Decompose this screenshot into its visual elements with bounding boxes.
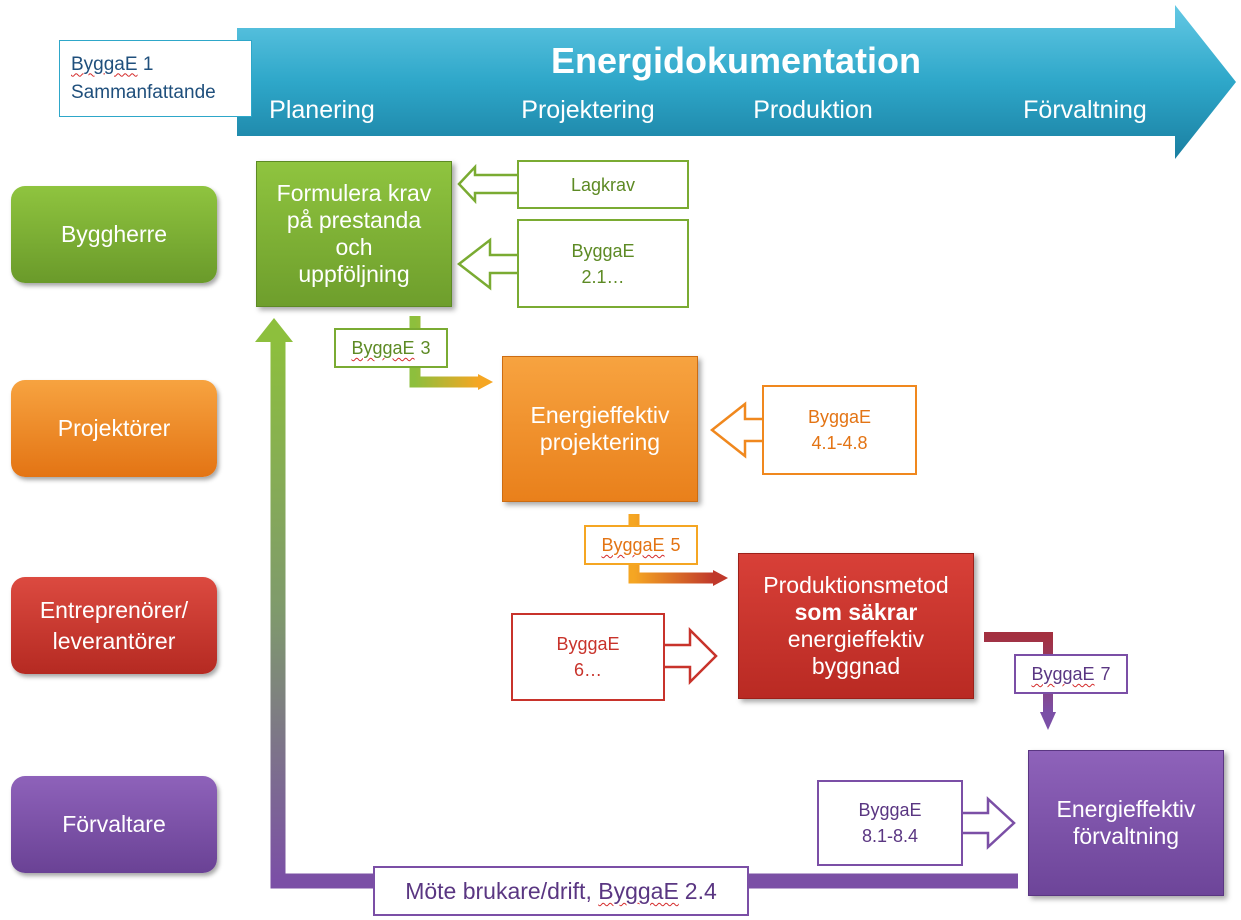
summary-number: 1 xyxy=(142,53,154,75)
step-krav-line3: och xyxy=(335,234,373,260)
input-lagkrav-label: Lagkrav xyxy=(570,174,636,195)
step-produktion-line1: Produktionsmetod xyxy=(763,572,949,598)
input-bygga-2-1-range: 2.1… xyxy=(581,266,625,287)
diagram-title: Energidokumentation xyxy=(551,40,921,81)
label-bygga-7: ByggaE 7 xyxy=(1014,654,1128,694)
arrow-bygga-6 xyxy=(665,626,718,686)
step-produktion-line3: energieffektiv xyxy=(787,626,925,652)
label-bygga-5: ByggaE 5 xyxy=(584,525,698,565)
label-feedback-code: ByggaE xyxy=(598,878,679,904)
label-feedback: Möte brukare/drift, ByggaE 2.4 xyxy=(373,866,749,916)
step-produktion-line2: som säkrar xyxy=(794,599,918,625)
label-bygga-5-number: 5 xyxy=(670,535,681,555)
input-bygga-8-code: ByggaE xyxy=(858,800,922,820)
arrow-bygga-2-1 xyxy=(456,237,517,291)
role-entreprenorer-line1: Entreprenörer/ xyxy=(39,596,189,623)
feedback-loop-arrow xyxy=(270,340,1018,889)
label-bygga-3: ByggaE 3 xyxy=(334,328,448,368)
input-bygga-6-range: 6… xyxy=(573,660,602,680)
label-bygga-3-number: 3 xyxy=(420,338,431,358)
step-formulera-krav: Formulera krav på prestanda och uppföljn… xyxy=(256,161,452,307)
summary-box: ByggaE 1 Sammanfattande xyxy=(59,40,252,117)
connector-bygga-5-arrowhead xyxy=(713,570,728,586)
input-bygga-8: ByggaE 8.1-8.4 xyxy=(817,780,963,866)
input-bygga-2-1: ByggaE 2.1… xyxy=(517,219,689,308)
input-bygga-4: ByggaE 4.1-4.8 xyxy=(762,385,917,475)
input-bygga-6: ByggaE 6… xyxy=(511,613,665,701)
timeline-header-arrow xyxy=(237,5,1236,159)
label-feedback-number: 2.4 xyxy=(684,878,717,904)
input-bygga-4-range: 4.1-4.8 xyxy=(811,433,868,453)
input-bygga-4-code: ByggaE xyxy=(807,407,872,427)
step-forvaltning-line1: Energieffektiv xyxy=(1056,796,1196,822)
input-bygga-6-code: ByggaE xyxy=(556,634,620,654)
role-entreprenorer-line2: leverantörer xyxy=(52,627,176,654)
input-bygga-2-1-code: ByggaE xyxy=(571,240,635,261)
step-krav-line4: uppföljning xyxy=(298,261,410,287)
summary-code: ByggaE xyxy=(71,53,138,75)
step-projektering-line2: projektering xyxy=(539,429,661,455)
step-forvaltning-line2: förvaltning xyxy=(1072,823,1180,849)
label-feedback-prefix: Möte brukare/drift, xyxy=(405,878,599,904)
step-energieffektiv-projektering: Energieffektiv projektering xyxy=(502,356,698,502)
phase-projektering: Projektering xyxy=(521,96,654,124)
step-produktionsmetod: Produktionsmetod som säkrar energieffekt… xyxy=(738,553,974,699)
role-projektorer-label: Projektörer xyxy=(57,415,171,441)
step-krav-line2: på prestanda xyxy=(286,207,422,233)
role-forvaltare-label: Förvaltare xyxy=(62,811,166,837)
step-krav-line1: Formulera krav xyxy=(276,180,432,206)
step-projektering-line1: Energieffektiv xyxy=(530,402,670,428)
phase-planering: Planering xyxy=(269,96,375,124)
step-energieffektiv-forvaltning: Energieffektiv förvaltning xyxy=(1028,750,1224,896)
role-byggherre: Byggherre xyxy=(11,186,217,283)
role-projektorer: Projektörer xyxy=(11,380,217,477)
feedback-arrowhead xyxy=(255,318,293,342)
label-bygga-7-number: 7 xyxy=(1100,664,1111,684)
summary-title: ByggaE 1 xyxy=(71,51,153,79)
input-bygga-8-range: 8.1-8.4 xyxy=(861,826,919,846)
label-bygga-7-code: ByggaE xyxy=(1031,664,1095,684)
phase-produktion: Produktion xyxy=(753,96,873,124)
arrow-bygga-8 xyxy=(963,796,1016,850)
label-bygga-5-code: ByggaE xyxy=(601,535,665,555)
input-lagkrav: Lagkrav xyxy=(517,160,689,209)
connector-bygga-7-arrowhead xyxy=(1040,712,1056,730)
summary-label: Sammanfattande xyxy=(71,81,216,103)
connector-bygga-3-arrowhead xyxy=(478,374,493,390)
arrow-lagkrav xyxy=(457,163,517,205)
role-entreprenorer: Entreprenörer/ leverantörer xyxy=(11,577,217,674)
role-byggherre-label: Byggherre xyxy=(60,221,168,247)
arrow-bygga-4 xyxy=(709,401,762,459)
role-forvaltare: Förvaltare xyxy=(11,776,217,873)
phase-forvaltning: Förvaltning xyxy=(1023,96,1147,124)
step-produktion-line4: byggnad xyxy=(811,653,901,679)
label-bygga-3-code: ByggaE xyxy=(351,338,415,358)
